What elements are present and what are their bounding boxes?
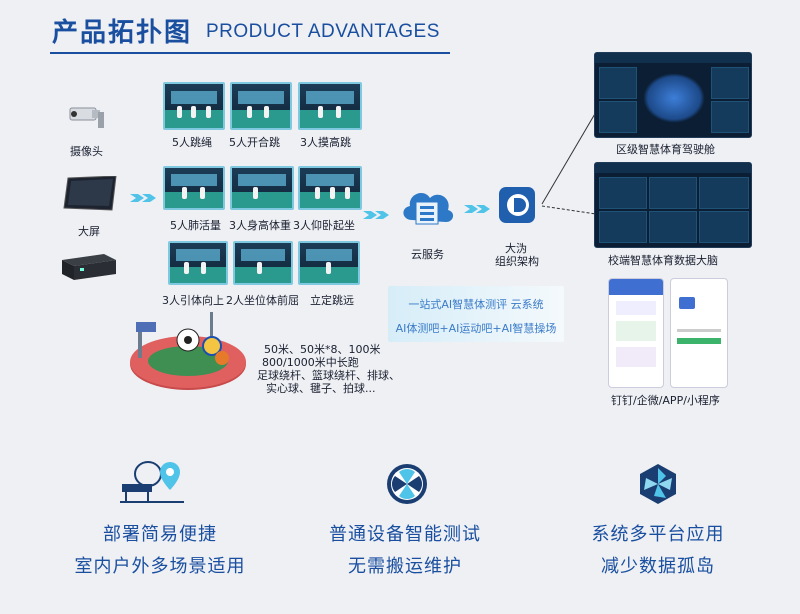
scene-thumb xyxy=(230,166,294,210)
scene-thumb xyxy=(163,166,225,210)
district-dashboard-screenshot xyxy=(594,52,752,138)
cloud-server-icon xyxy=(398,176,456,234)
info-line-2: AI体测吧+AI运动吧+AI智慧操场 xyxy=(395,322,557,335)
feature-3-line1: 系统多平台应用 xyxy=(591,524,725,545)
platform-star-icon xyxy=(636,462,680,506)
arrow-cloud-to-org xyxy=(464,202,494,216)
fan-device-icon xyxy=(385,462,429,506)
feature-1-line1: 部署简易便捷 xyxy=(103,524,217,545)
apps-label: 钉钉/企微/APP/小程序 xyxy=(611,394,720,407)
org-logo-icon xyxy=(498,186,536,224)
scene-label: 3人身高体重 xyxy=(229,219,291,232)
sports-track-illustration xyxy=(126,306,256,398)
mobile-login-screenshot xyxy=(670,278,728,388)
track-text-line: 800/1000米中长跑 xyxy=(262,356,359,369)
platform-info-box: 一站式AI智慧体测评 云系统 AI体测吧+AI运动吧+AI智慧操场 xyxy=(388,286,564,342)
bench-location-icon xyxy=(118,456,188,506)
page-subtitle: PRODUCT ADVANTAGES xyxy=(206,21,440,42)
scene-thumb xyxy=(298,241,360,285)
title-underline xyxy=(50,52,450,54)
server-box-icon xyxy=(58,252,120,282)
arrow-devices-to-scenes xyxy=(130,191,160,205)
screen-icon xyxy=(62,175,118,212)
scene-label: 3人摸高跳 xyxy=(300,136,351,149)
scene-thumb xyxy=(233,241,293,285)
scene-thumb xyxy=(230,82,292,130)
feature-1-line2: 室内户外多场景适用 xyxy=(74,556,246,577)
district-dashboard-label: 区级智慧体育驾驶舱 xyxy=(616,143,715,156)
mobile-app-screenshot xyxy=(608,278,664,388)
cloud-label: 云服务 xyxy=(411,248,444,261)
feature-2-line1: 普通设备智能测试 xyxy=(329,524,481,545)
scene-label: 2人坐位体前屈 xyxy=(226,294,299,307)
track-text-line: 50米、50米*8、100米 xyxy=(264,343,381,356)
scene-thumb xyxy=(163,82,225,130)
scene-label: 5人跳绳 xyxy=(172,136,212,149)
scene-label: 3人仰卧起坐 xyxy=(293,219,355,232)
track-text-line: 实心球、毽子、拍球... xyxy=(266,382,376,395)
school-dashboard-screenshot xyxy=(594,162,752,248)
arrow-scenes-to-cloud xyxy=(363,208,393,222)
org-label-line2: 组织架构 xyxy=(495,255,539,268)
connector-lines xyxy=(540,108,600,218)
device-label-screen: 大屏 xyxy=(78,225,100,238)
school-dashboard-label: 校端智慧体育数据大脑 xyxy=(608,254,718,267)
scene-label: 5人开合跳 xyxy=(229,136,280,149)
feature-3-line2: 减少数据孤岛 xyxy=(601,556,715,577)
scene-thumb xyxy=(298,166,362,210)
scene-label: 立定跳远 xyxy=(310,294,354,307)
scene-label: 3人引体向上 xyxy=(162,294,224,307)
track-text-line: 足球绕杆、篮球绕杆、排球、 xyxy=(257,369,400,382)
scene-thumb xyxy=(298,82,362,130)
camera-icon xyxy=(68,104,110,132)
page-title: 产品拓扑图 xyxy=(52,18,193,48)
feature-2-line2: 无需搬运维护 xyxy=(348,556,462,577)
scene-label: 5人肺活量 xyxy=(170,219,221,232)
info-line-1: 一站式AI智慧体测评 云系统 xyxy=(408,298,544,311)
scene-thumb xyxy=(168,241,228,285)
org-label-line1: 大沩 xyxy=(505,242,527,255)
device-label-camera: 摄像头 xyxy=(70,145,103,158)
